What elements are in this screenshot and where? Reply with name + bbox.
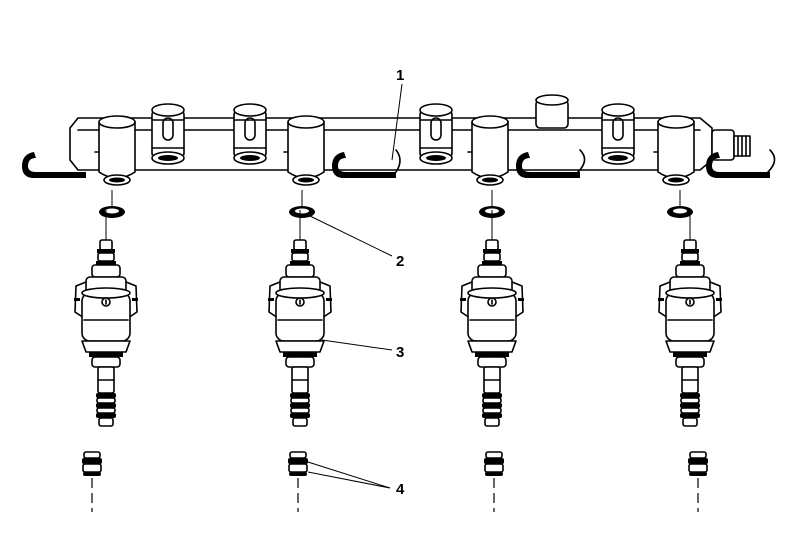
upper-o-rings bbox=[99, 206, 693, 218]
fuel-rail bbox=[69, 94, 751, 171]
callout-4: 4 bbox=[396, 481, 405, 498]
fuel-injectors bbox=[73, 209, 723, 427]
leader-lines bbox=[307, 83, 403, 489]
callout-3: 3 bbox=[396, 344, 404, 361]
centerlines bbox=[91, 190, 699, 512]
lower-seals bbox=[81, 451, 709, 477]
callout-1: 1 bbox=[396, 67, 404, 84]
mounting-hooks bbox=[22, 149, 776, 178]
threaded-end bbox=[733, 135, 751, 157]
callout-2: 2 bbox=[396, 253, 404, 270]
